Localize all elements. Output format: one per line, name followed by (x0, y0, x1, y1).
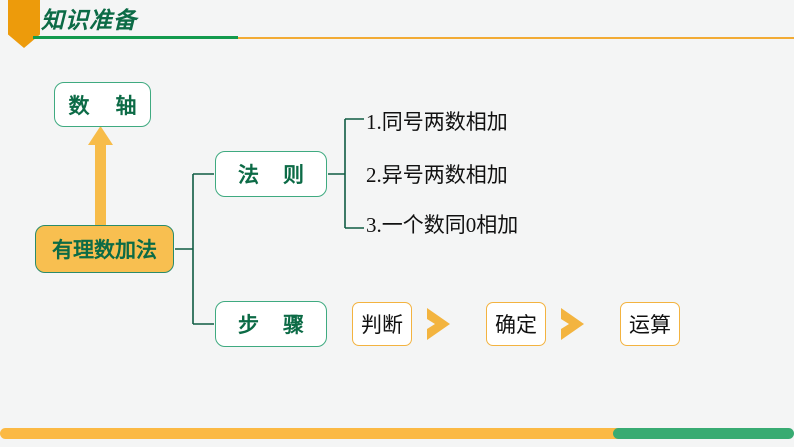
up-arrow-icon (88, 126, 113, 225)
header-underline-orange (238, 37, 794, 39)
step-box-compute[interactable]: 运算 (620, 302, 680, 346)
page-title: 知识准备 (41, 7, 137, 33)
bookmark-ribbon-icon (8, 0, 40, 48)
step-box-judge-label: 判断 (361, 313, 403, 337)
chevron-right-icon (427, 308, 450, 340)
node-number-line-label-right: 轴 (115, 94, 137, 118)
rule-item-1: 1.同号两数相加 (366, 110, 508, 134)
node-steps-label-right: 骤 (283, 314, 304, 337)
step-box-determine[interactable]: 确定 (486, 302, 546, 346)
node-rule[interactable]: 法 则 (215, 151, 327, 197)
footer-bar-orange (0, 428, 630, 439)
node-rule-label-left: 法 (238, 164, 259, 187)
footer-bar-green (613, 428, 794, 439)
node-number-line[interactable]: 数 轴 (54, 82, 151, 127)
node-root-label: 有理数加法 (52, 239, 157, 262)
step-box-compute-label: 运算 (629, 313, 671, 337)
node-rule-label-right: 则 (283, 164, 304, 187)
header-underline-green (33, 36, 238, 39)
rule-item-3: 3.一个数同0相加 (366, 213, 519, 237)
step-box-determine-label: 确定 (495, 313, 537, 337)
step-box-judge[interactable]: 判断 (352, 302, 412, 346)
node-steps-label-left: 步 (238, 314, 259, 337)
node-number-line-label-left: 数 (68, 94, 90, 118)
node-steps[interactable]: 步 骤 (215, 301, 327, 347)
rule-item-2: 2.异号两数相加 (366, 163, 508, 187)
node-rational-number-addition[interactable]: 有理数加法 (35, 225, 174, 273)
chevron-right-icon (561, 308, 584, 340)
